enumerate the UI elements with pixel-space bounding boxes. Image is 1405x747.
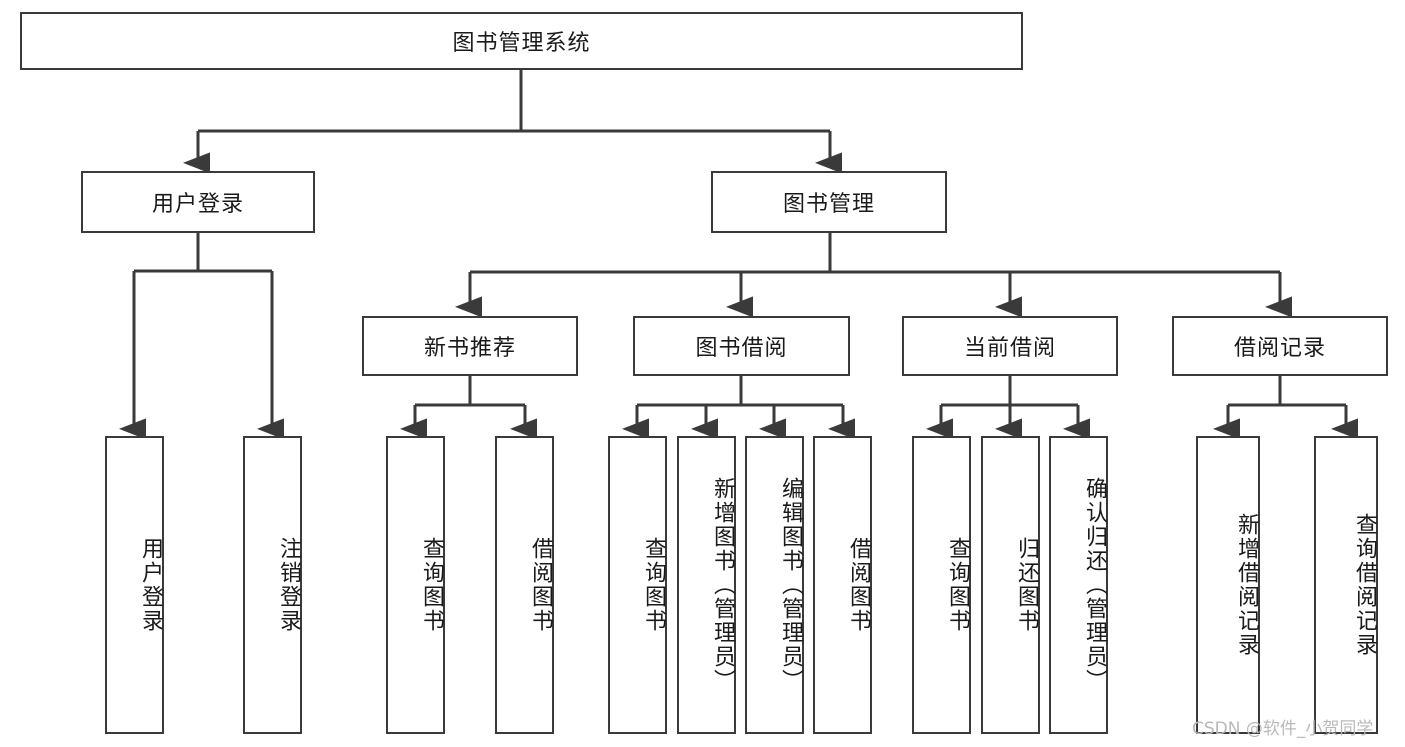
node-book-management[interactable]: 图书管理 xyxy=(711,171,947,233)
node-label: 借阅图书 xyxy=(846,537,871,633)
node-label: 新书推荐 xyxy=(423,336,516,361)
leaf-borrow-record-query[interactable]: 查询借阅记录 xyxy=(1314,436,1378,734)
node-label: 新增图书（管理员） xyxy=(710,477,735,693)
leaf-current-borrow-confirm-admin[interactable]: 确认归还（管理员） xyxy=(1049,436,1108,734)
leaf-new-book-query[interactable]: 查询图书 xyxy=(386,436,445,734)
node-label: 图书管理 xyxy=(782,192,875,217)
node-label: 用户登录 xyxy=(151,192,244,217)
leaf-book-borrow-add-admin[interactable]: 新增图书（管理员） xyxy=(677,436,736,734)
leaf-current-borrow-query[interactable]: 查询图书 xyxy=(912,436,971,734)
leaf-borrow-record-add[interactable]: 新增借阅记录 xyxy=(1196,436,1260,734)
leaf-book-borrow-query[interactable]: 查询图书 xyxy=(608,436,667,734)
node-root-book-management-system[interactable]: 图书管理系统 xyxy=(20,12,1023,70)
leaf-user-login-login[interactable]: 用户登录 xyxy=(105,436,164,734)
node-label: 新增借阅记录 xyxy=(1234,513,1259,657)
node-book-borrow[interactable]: 图书借阅 xyxy=(633,316,850,376)
leaf-new-book-borrow[interactable]: 借阅图书 xyxy=(495,436,554,734)
node-label: 编辑图书（管理员） xyxy=(778,477,803,693)
node-label: 图书借阅 xyxy=(695,336,788,361)
node-current-borrow[interactable]: 当前借阅 xyxy=(902,316,1118,376)
node-label: 确认归还（管理员） xyxy=(1082,477,1107,693)
node-label: 查询图书 xyxy=(419,537,444,633)
leaf-user-login-logout[interactable]: 注销登录 xyxy=(243,436,302,734)
node-label: 查询图书 xyxy=(641,537,666,633)
leaf-book-borrow-borrow[interactable]: 借阅图书 xyxy=(813,436,872,734)
node-label: 归还图书 xyxy=(1014,537,1039,633)
node-label: 借阅图书 xyxy=(528,537,553,633)
node-label: 借阅记录 xyxy=(1233,336,1326,361)
csdn-watermark: CSDN @软件_小贺同学 xyxy=(1192,719,1374,739)
node-borrow-record[interactable]: 借阅记录 xyxy=(1172,316,1388,376)
node-user-login[interactable]: 用户登录 xyxy=(81,171,315,233)
leaf-current-borrow-return[interactable]: 归还图书 xyxy=(981,436,1040,734)
node-label: 当前借阅 xyxy=(963,336,1056,361)
node-new-book-recommend[interactable]: 新书推荐 xyxy=(362,316,578,376)
node-label: 查询借阅记录 xyxy=(1352,513,1377,657)
node-label: 图书管理系统 xyxy=(452,31,591,56)
node-label: 用户登录 xyxy=(138,537,163,633)
node-label: 注销登录 xyxy=(276,537,301,633)
node-label: 查询图书 xyxy=(945,537,970,633)
leaf-book-borrow-edit-admin[interactable]: 编辑图书（管理员） xyxy=(745,436,804,734)
